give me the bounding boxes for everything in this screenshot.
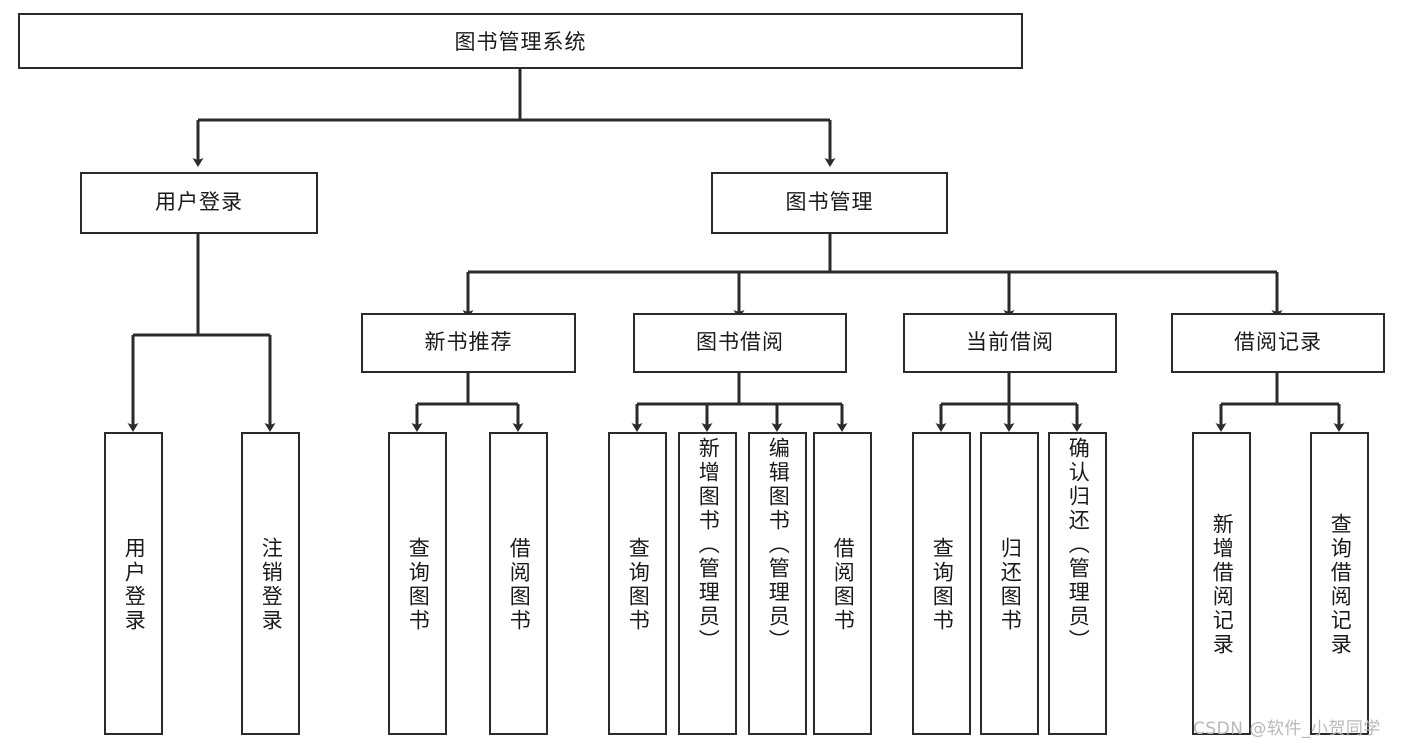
leaf-borrow-book-1[interactable]: 借阅图书 <box>489 432 548 735</box>
leaf-edit-book[interactable]: 编辑图书（管理员） <box>748 432 807 735</box>
node-root-label: 图书管理系统 <box>454 30 587 54</box>
leaf-query-book-1[interactable]: 查询图书 <box>388 432 447 735</box>
leaf-query-book-3-label: 查询图书 <box>930 537 955 633</box>
leaf-user-logout-label: 注销登录 <box>259 537 284 633</box>
leaf-return-book[interactable]: 归还图书 <box>980 432 1039 735</box>
node-book-management[interactable]: 图书管理 <box>711 172 948 234</box>
leaf-borrow-book-2-label: 借阅图书 <box>831 537 856 633</box>
node-book-management-label: 图书管理 <box>785 190 874 215</box>
csdn-watermark: CSDN @软件_小贺同学 <box>1193 719 1381 739</box>
leaf-confirm-return[interactable]: 确认归还（管理员） <box>1048 432 1107 735</box>
node-user-login[interactable]: 用户登录 <box>80 172 318 234</box>
leaf-query-book-2[interactable]: 查询图书 <box>608 432 667 735</box>
leaf-return-book-label: 归还图书 <box>998 537 1023 633</box>
leaf-query-book-3[interactable]: 查询图书 <box>912 432 971 735</box>
node-new-book-recommend-label: 新书推荐 <box>424 330 513 355</box>
node-user-login-label: 用户登录 <box>155 190 243 215</box>
leaf-edit-book-label: 编辑图书（管理员） <box>766 437 791 653</box>
leaf-add-record-label: 新增借阅记录 <box>1210 513 1235 657</box>
leaf-confirm-return-label: 确认归还（管理员） <box>1066 437 1091 653</box>
node-current-borrow-label: 当前借阅 <box>966 330 1054 355</box>
node-root[interactable]: 图书管理系统 <box>18 13 1023 69</box>
node-borrow-records-label: 借阅记录 <box>1234 330 1322 355</box>
node-book-borrow[interactable]: 图书借阅 <box>633 313 847 373</box>
leaf-query-record[interactable]: 查询借阅记录 <box>1310 432 1369 735</box>
leaf-add-record[interactable]: 新增借阅记录 <box>1192 432 1251 735</box>
leaf-borrow-book-2[interactable]: 借阅图书 <box>813 432 872 735</box>
leaf-user-login[interactable]: 用户登录 <box>104 432 163 735</box>
leaf-add-book-label: 新增图书（管理员） <box>696 437 721 653</box>
node-book-borrow-label: 图书借阅 <box>696 330 784 355</box>
leaf-borrow-book-1-label: 借阅图书 <box>507 537 532 633</box>
node-borrow-records[interactable]: 借阅记录 <box>1171 313 1385 373</box>
node-current-borrow[interactable]: 当前借阅 <box>903 313 1117 373</box>
leaf-add-book[interactable]: 新增图书（管理员） <box>678 432 737 735</box>
leaf-query-book-2-label: 查询图书 <box>626 537 651 633</box>
leaf-user-logout[interactable]: 注销登录 <box>241 432 300 735</box>
leaf-query-record-label: 查询借阅记录 <box>1328 513 1353 657</box>
node-new-book-recommend[interactable]: 新书推荐 <box>361 313 576 373</box>
leaf-query-book-1-label: 查询图书 <box>406 537 431 633</box>
leaf-user-login-label: 用户登录 <box>122 537 147 633</box>
